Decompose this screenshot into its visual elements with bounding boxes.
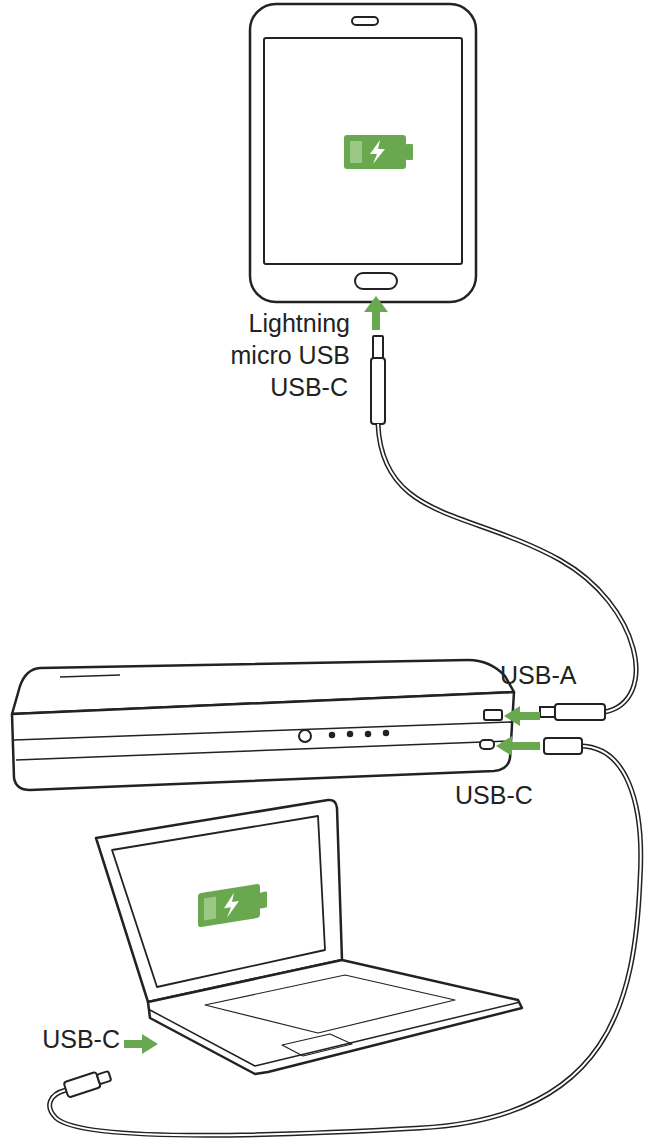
battery-icon <box>198 882 267 927</box>
power-bank <box>12 692 514 790</box>
power-bank <box>366 732 370 736</box>
charge-arrow <box>124 1034 158 1054</box>
connector-label: USB-A <box>500 660 576 690</box>
tablet <box>352 17 378 25</box>
power-bank <box>384 731 388 735</box>
power-bank <box>484 710 502 720</box>
laptop <box>112 816 325 987</box>
battery-icon <box>344 135 413 169</box>
charging-illustration <box>198 882 267 927</box>
tablet <box>355 273 397 289</box>
charge-arrow <box>496 736 540 756</box>
connector-label: USB-C <box>455 780 533 810</box>
connector-label: USB-C <box>270 372 348 402</box>
power-bank <box>60 675 120 677</box>
usb-c-cable <box>97 1071 112 1084</box>
power-bank <box>14 722 511 740</box>
usb-a-cable <box>540 707 555 717</box>
laptop <box>150 1002 520 1066</box>
charge-arrow <box>124 1034 158 1054</box>
laptop <box>96 800 522 1074</box>
connector-label: micro USB <box>231 340 350 370</box>
charge-arrow <box>364 296 388 330</box>
usb-c-cable <box>64 1072 101 1098</box>
charge-arrow <box>496 706 540 756</box>
tablet <box>250 4 476 302</box>
power-bank <box>16 741 509 760</box>
usb-c-cable <box>544 738 582 754</box>
laptop <box>148 960 522 1074</box>
laptop <box>282 1034 352 1056</box>
power-bank <box>299 730 311 742</box>
power-bank <box>348 732 352 736</box>
usb-a-cable <box>555 704 605 720</box>
tablet <box>250 4 476 302</box>
usb-c-cable <box>50 746 641 1135</box>
power-bank <box>330 733 334 737</box>
connector-label: USB-C <box>42 1024 120 1054</box>
connector-label: Lightning <box>249 308 350 338</box>
tablet <box>264 38 462 264</box>
usb-c-cable <box>64 1068 113 1097</box>
usb-c-cable <box>50 746 641 1135</box>
usb-a-cable <box>373 336 383 358</box>
laptop <box>205 975 455 1033</box>
charge-arrow <box>364 296 388 330</box>
power-bank <box>12 660 514 790</box>
usb-c-cable <box>50 738 641 1135</box>
power-bank <box>480 740 494 749</box>
usb-a-cable <box>371 358 385 424</box>
charge-arrow <box>504 706 540 726</box>
